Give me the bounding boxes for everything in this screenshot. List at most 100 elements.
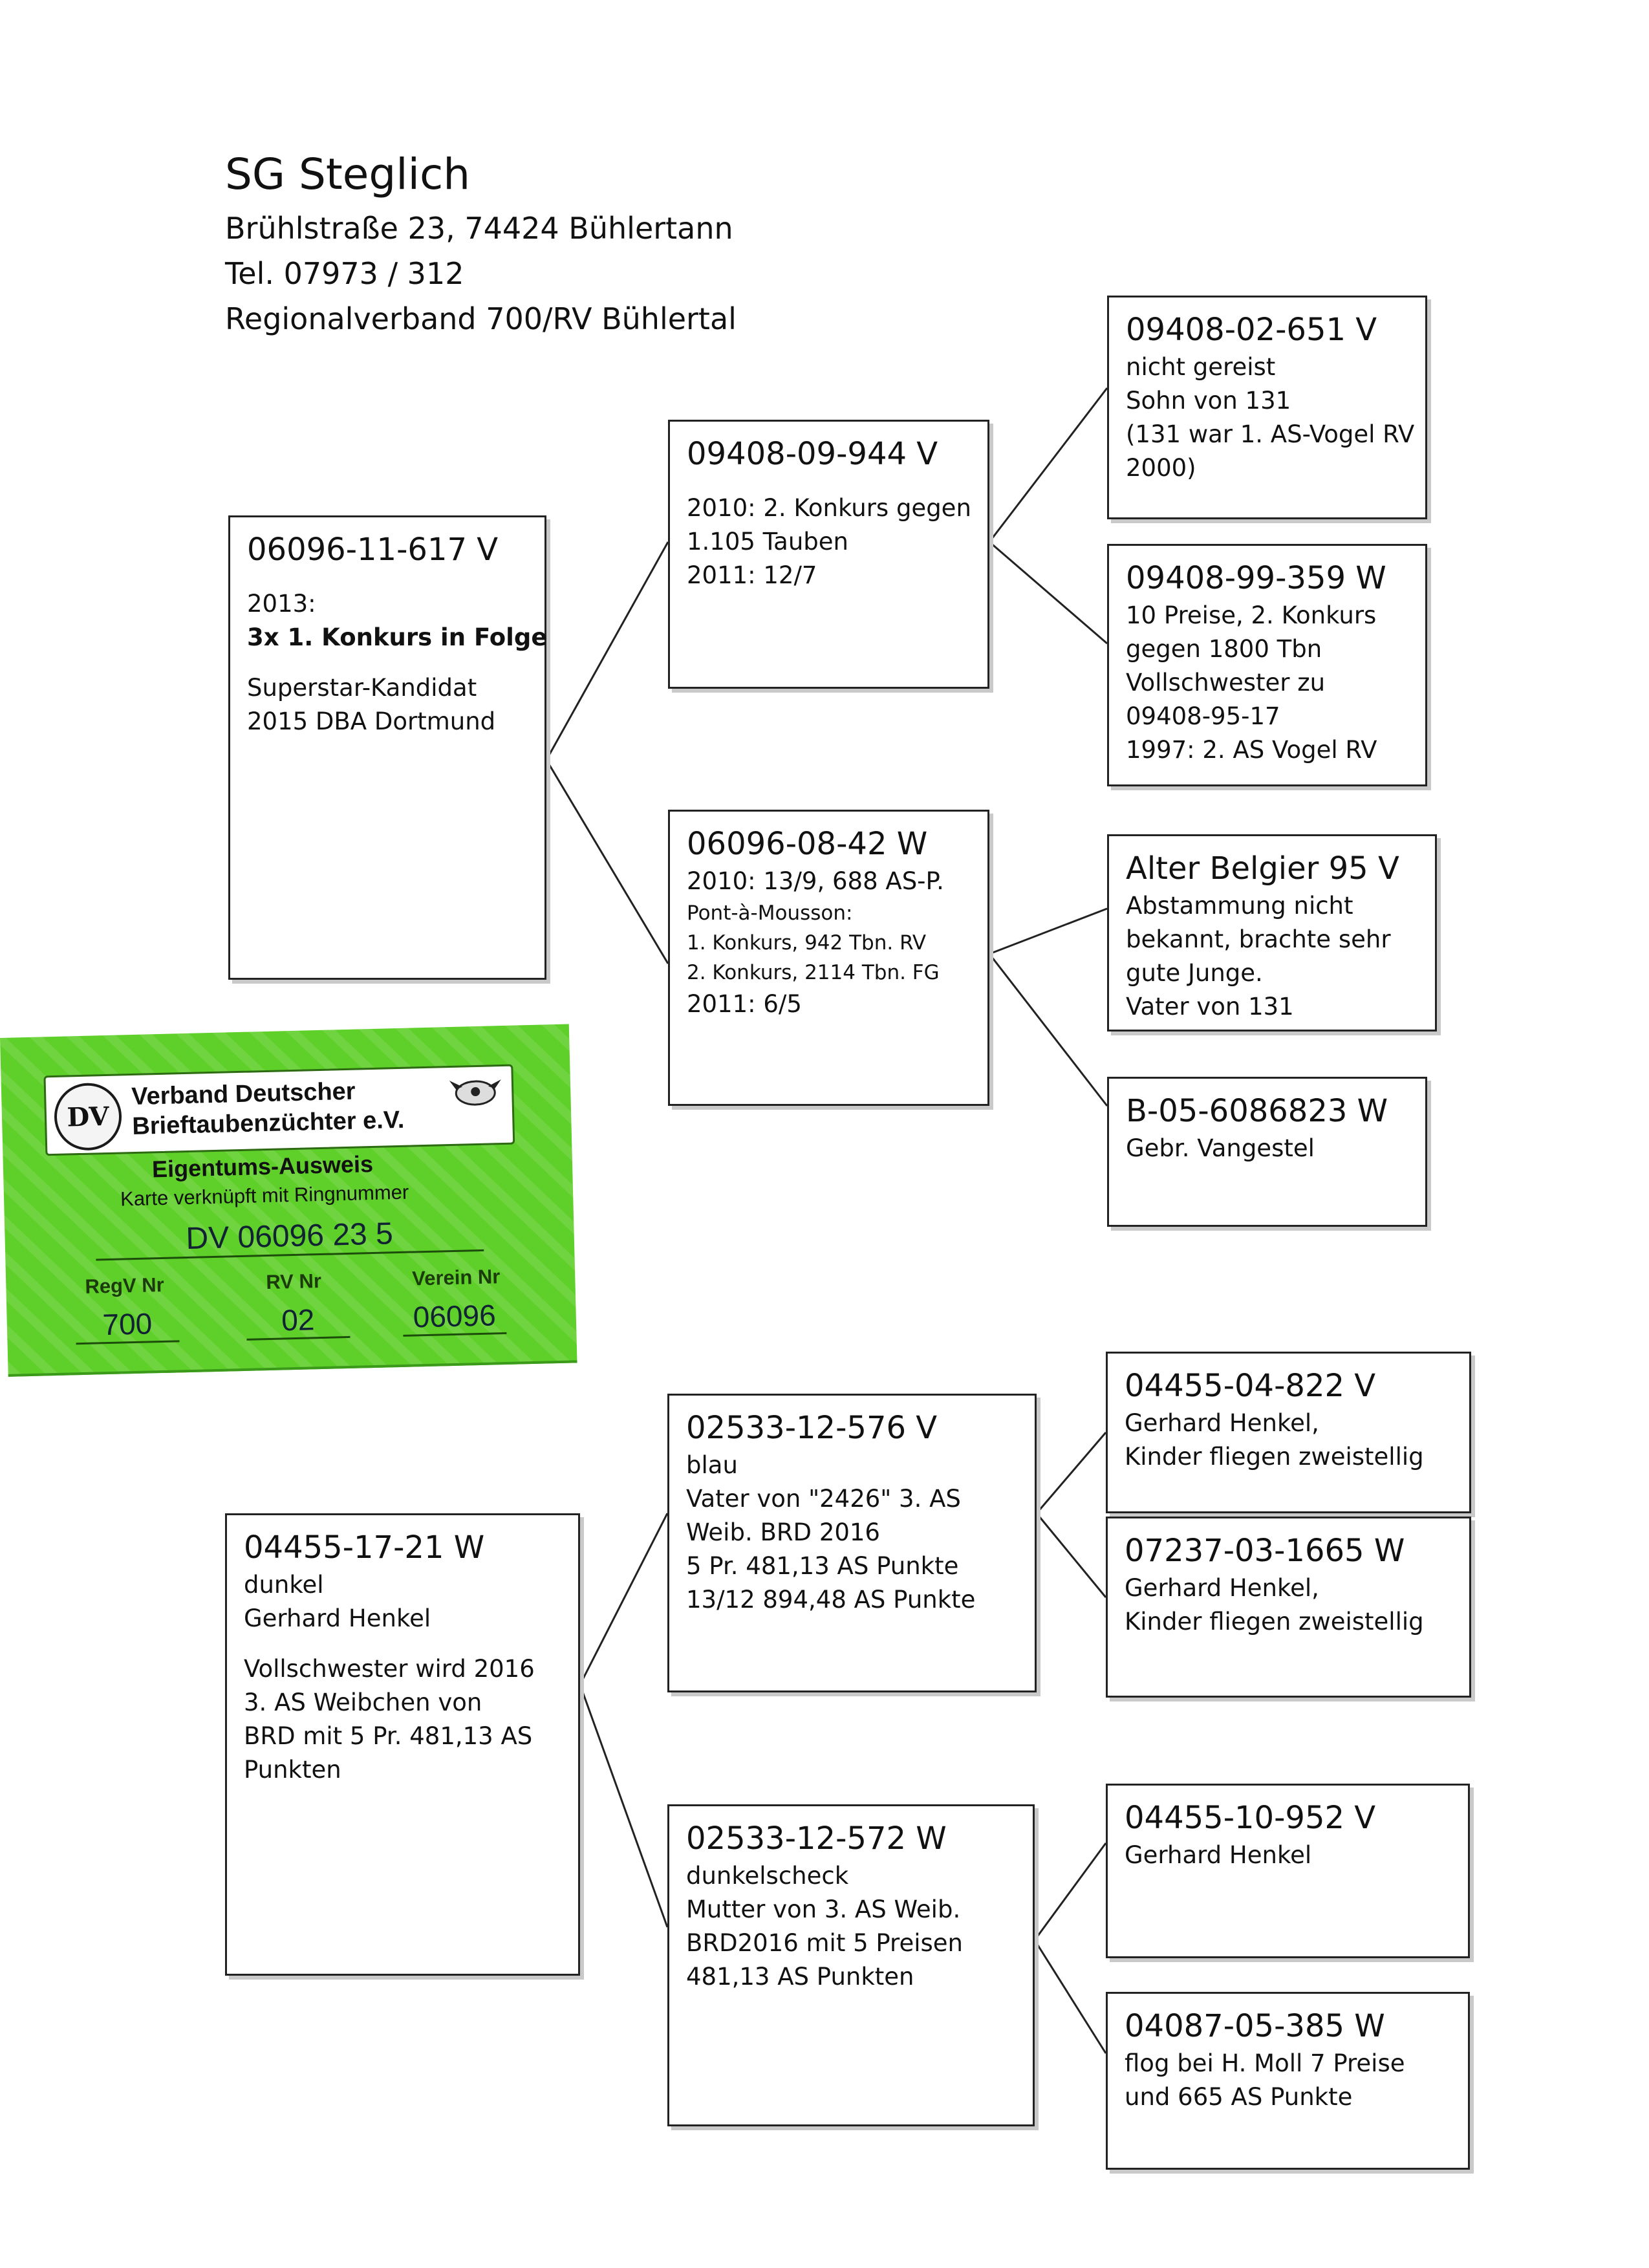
note: 3. AS Weibchen von	[244, 1689, 482, 1716]
ring-number: 06096-08-42 W	[687, 826, 928, 862]
note: dunkel	[244, 1571, 324, 1599]
note: 2. Konkurs, 2114 Tbn. FG	[687, 961, 940, 984]
connector	[988, 953, 1108, 1107]
note: 09408-95-17	[1126, 702, 1280, 730]
note: 13/12 894,48 AS Punkte	[686, 1586, 976, 1614]
organisation-name: Verband Deutscher Brieftaubenzüchter e.V…	[131, 1075, 405, 1141]
pedigree2-dam-card: 02533-12-572 W dunkelscheck Mutter von 3…	[667, 1804, 1035, 2126]
connector	[1035, 1432, 1107, 1514]
note: und 665 AS Punkte	[1125, 2083, 1353, 2111]
note: BRD2016 mit 5 Preisen	[686, 1929, 963, 1957]
rv-label: RV Nr	[265, 1269, 322, 1294]
dv-logo-icon: DV	[53, 1082, 123, 1151]
note: Gerhard Henkel	[244, 1604, 431, 1632]
pedigree1-dam-card: 06096-08-42 W 2010: 13/9, 688 AS-P. Pont…	[668, 810, 989, 1106]
note: 1. Konkurs, 942 Tbn. RV	[687, 931, 927, 955]
pedigree2-dam-dam-card: 04087-05-385 W flog bei H. Moll 7 Preise…	[1106, 1992, 1470, 2170]
connector	[1033, 1939, 1107, 2054]
note: Mutter von 3. AS Weib.	[686, 1895, 961, 1923]
pedigree2-sire-card: 02533-12-576 V blau Vater von "2426" 3. …	[667, 1394, 1037, 1692]
breeder-phone: Tel. 07973 / 312	[225, 256, 464, 291]
note: Sohn von 131	[1126, 387, 1291, 415]
pedigree1-sire-dam-card: 09408-99-359 W 10 Preise, 2. Konkurs geg…	[1107, 544, 1427, 786]
ring-number: 07237-03-1665 W	[1125, 1533, 1405, 1569]
ring-number: 09408-09-944 V	[687, 436, 938, 472]
ring-number: 02533-12-572 W	[686, 1820, 947, 1857]
note: 10 Preise, 2. Konkurs	[1126, 601, 1377, 629]
note: BRD mit 5 Pr. 481,13 AS	[244, 1722, 533, 1750]
pedigree2-sire-sire-card: 04455-04-822 V Gerhard Henkel, Kinder fl…	[1106, 1352, 1471, 1513]
note: Vater von "2426" 3. AS	[686, 1485, 961, 1513]
pedigree1-sire-card: 09408-09-944 V 2010: 2. Konkurs gegen 1.…	[668, 420, 989, 689]
note: Weib. BRD 2016	[686, 1518, 880, 1546]
note: 2013:	[247, 590, 316, 618]
note: blau	[686, 1451, 738, 1479]
pedigree1-sire-sire-card: 09408-02-651 V nicht gereist Sohn von 13…	[1107, 296, 1427, 519]
breeder-region: Regionalverband 700/RV Bühlertal	[225, 301, 737, 336]
organisation-line: Brieftaubenzüchter e.V.	[131, 1106, 405, 1141]
note: dunkelscheck	[686, 1862, 849, 1890]
connector	[989, 907, 1108, 955]
breeder-header: SG Steglich Brühlstraße 23, 74424 Bühler…	[225, 144, 737, 341]
pedigree2-sire-dam-card: 07237-03-1665 W Gerhard Henkel, Kinder f…	[1106, 1517, 1471, 1698]
pedigree1-dam-sire-card: Alter Belgier 95 V Abstammung nicht beka…	[1107, 834, 1437, 1031]
breeder-name: SG Steglich	[225, 149, 471, 199]
note: flog bei H. Moll 7 Preise	[1125, 2049, 1405, 2077]
ring-number: 04087-05-385 W	[1125, 2008, 1385, 2044]
ring-number: 04455-17-21 W	[244, 1529, 485, 1566]
note: gegen 1800 Tbn	[1126, 635, 1322, 663]
note: Gerhard Henkel,	[1125, 1574, 1319, 1602]
ring-number: B-05-6086823 W	[1126, 1093, 1388, 1129]
note: Punkten	[244, 1756, 341, 1784]
connector	[1035, 1513, 1107, 1598]
pedigree2-dam-sire-card: 04455-10-952 V Gerhard Henkel	[1106, 1784, 1470, 1958]
verein-label: Verein Nr	[411, 1265, 501, 1290]
connector	[989, 541, 1108, 645]
regv-value: 700	[75, 1305, 180, 1345]
note: Pont-à-Mousson:	[687, 902, 853, 925]
pedigree1-dam-dam-card: B-05-6086823 W Gebr. Vangestel	[1107, 1077, 1427, 1227]
note: 3x 1. Konkurs in Folge	[247, 623, 548, 651]
note: 2011: 6/5	[687, 990, 802, 1018]
regv-label: RegV Nr	[85, 1273, 165, 1298]
verein-value: 06096	[402, 1297, 507, 1337]
pedigree1-subject-card: 06096-11-617 V 2013: 3x 1. Konkurs in Fo…	[228, 515, 548, 980]
connector	[545, 759, 669, 964]
note: 2010: 13/9, 688 AS-P.	[687, 867, 944, 895]
ring-number: 04455-04-822 V	[1125, 1368, 1376, 1404]
connector	[1033, 1842, 1107, 1941]
note: 2010: 2. Konkurs gegen	[687, 494, 971, 522]
note: Vater von 131	[1126, 993, 1294, 1021]
note: Gerhard Henkel	[1125, 1841, 1312, 1869]
note: Gerhard Henkel,	[1125, 1409, 1319, 1437]
connector	[579, 1684, 669, 1928]
note: Kinder fliegen zweistellig	[1125, 1608, 1424, 1636]
connector	[579, 1513, 669, 1685]
note: Vollschwester zu	[1126, 669, 1326, 697]
ring-number: 09408-02-651 V	[1126, 312, 1377, 348]
pigeon-emblem-icon	[449, 1079, 501, 1106]
note: 481,13 AS Punkten	[686, 1963, 914, 1991]
note: 2011: 12/7	[687, 561, 817, 589]
ring-number: 06096-11-617 V	[247, 532, 499, 568]
note: Abstammung nicht	[1126, 892, 1353, 920]
note: bekannt, brachte sehr	[1126, 925, 1391, 953]
rv-value: 02	[246, 1301, 350, 1341]
note: Kinder fliegen zweistellig	[1125, 1443, 1424, 1471]
ring-number: 04455-10-952 V	[1125, 1800, 1376, 1836]
logo-text: DV	[66, 1101, 110, 1133]
ownership-card: DV Verband Deutscher Brieftaubenzüchter …	[0, 1024, 577, 1377]
note: Superstar-Kandidat	[247, 674, 477, 702]
note: 5 Pr. 481,13 AS Punkte	[686, 1552, 959, 1580]
note: 1.105 Tauben	[687, 528, 848, 556]
note: Vollschwester wird 2016	[244, 1655, 535, 1683]
note: 1997: 2. AS Vogel RV	[1126, 736, 1377, 764]
note: (131 war 1. AS-Vogel RV	[1126, 420, 1415, 448]
ring-number: 02533-12-576 V	[686, 1410, 938, 1446]
card-header: DV Verband Deutscher Brieftaubenzüchter …	[43, 1064, 515, 1156]
connector	[988, 387, 1108, 543]
note: 2015 DBA Dortmund	[247, 707, 496, 735]
ring-number: Alter Belgier 95 V	[1126, 850, 1399, 887]
note: Gebr. Vangestel	[1126, 1134, 1315, 1162]
